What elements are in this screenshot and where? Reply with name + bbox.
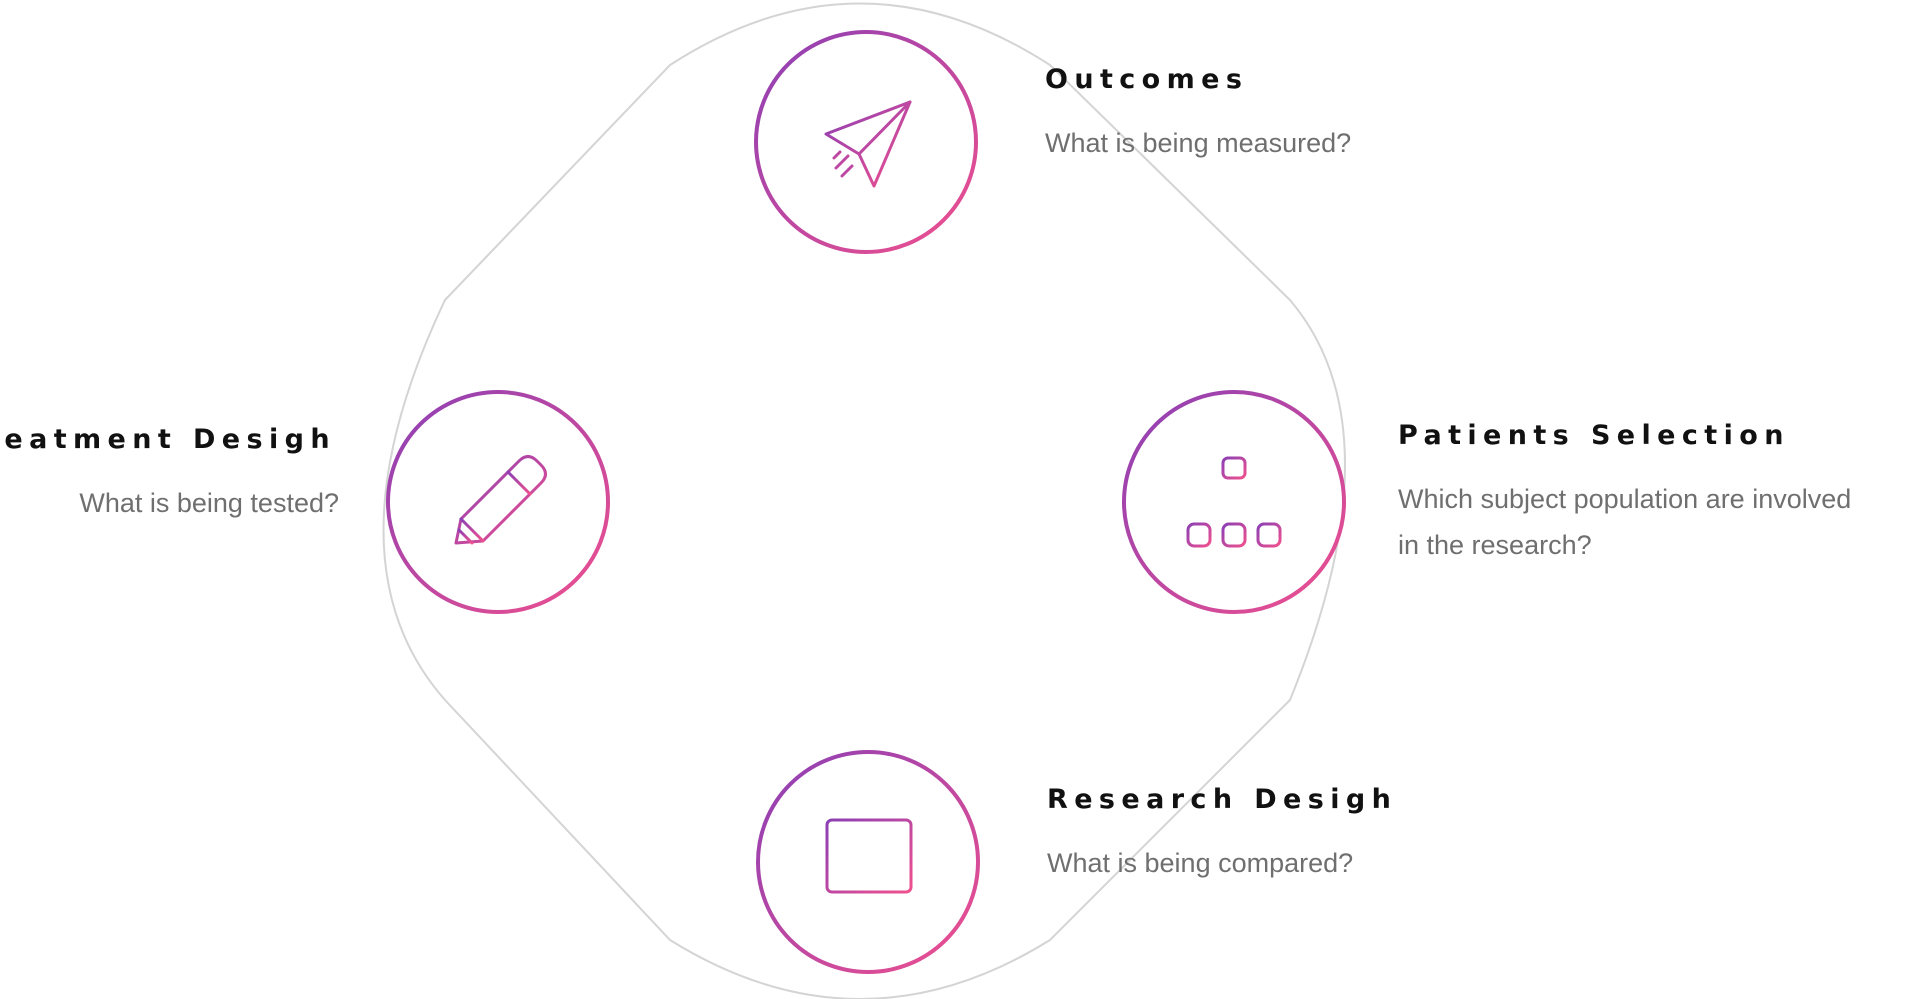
research-ring	[756, 750, 980, 974]
research-description: What is being compared?	[1047, 840, 1353, 886]
treatment-description-line: What is being tested?	[79, 488, 339, 518]
treatment-node	[386, 390, 610, 614]
org-chart-icon	[1186, 456, 1282, 548]
paper-plane-icon	[824, 100, 912, 188]
diamond-outline	[382, 2, 1346, 999]
treatment-ring	[386, 390, 610, 614]
outcomes-description: What is being measured?	[1045, 120, 1351, 166]
patients-node	[1122, 390, 1346, 614]
patients-title: Patients Selection	[1398, 420, 1790, 451]
monitor-icon	[825, 818, 913, 908]
treatment-description: What is being tested?	[79, 480, 339, 526]
outcomes-ring	[754, 30, 978, 254]
patients-description: Which subject population are involved in…	[1398, 476, 1851, 568]
patients-description-line-2: in the research?	[1398, 530, 1592, 560]
outcomes-description-line: What is being measured?	[1045, 128, 1352, 158]
outcomes-title: Outcomes	[1045, 64, 1249, 95]
research-title: Research Desigh	[1047, 784, 1398, 815]
patients-description-line-1: Which subject population are involved	[1398, 484, 1852, 514]
outcomes-node	[754, 30, 978, 254]
research-description-line: What is being compared?	[1047, 848, 1354, 878]
pencil-icon	[454, 455, 547, 545]
treatment-title: Treatment Desigh	[0, 424, 336, 455]
research-node	[756, 750, 980, 974]
